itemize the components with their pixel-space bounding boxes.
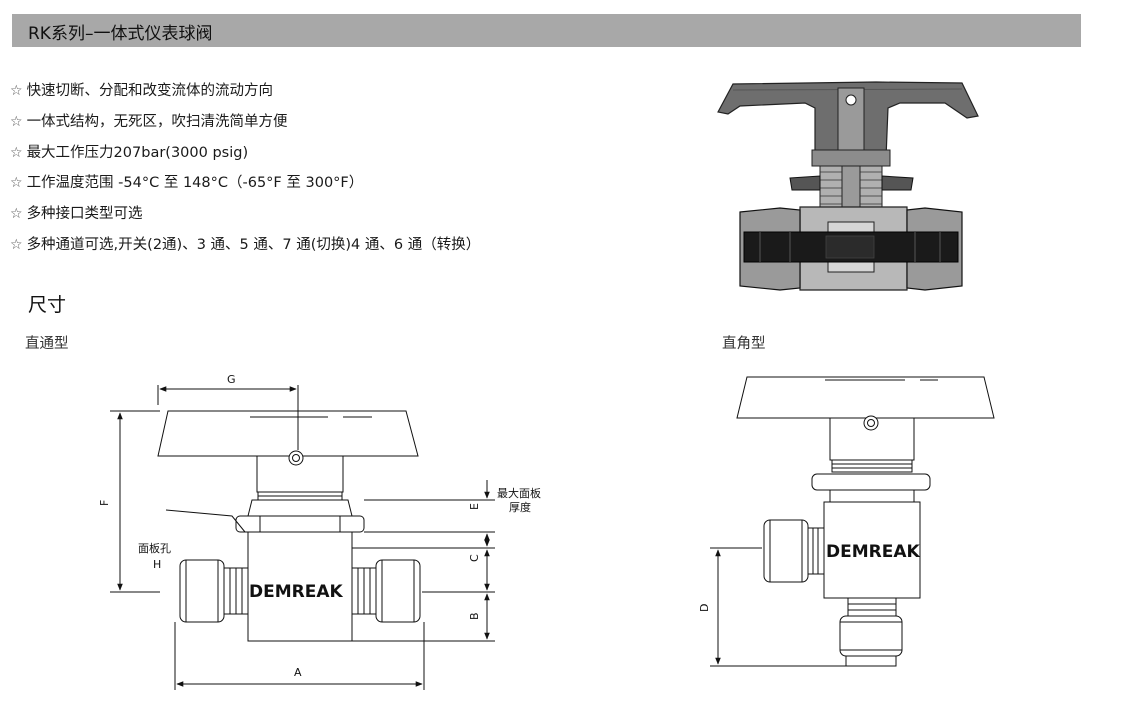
dim-c-label: C <box>468 554 481 562</box>
panel-hole-label: 面板孔 <box>138 541 171 555</box>
angle-type-drawing <box>710 376 995 667</box>
feature-list: ☆快速切断、分配和改变流体的流动方向 ☆一体式结构，无死区，吹扫清洗简单方便 ☆… <box>10 76 480 261</box>
feature-text: 最大工作压力207bar(3000 psig) <box>26 144 249 161</box>
straight-type-label: 直通型 <box>25 336 69 352</box>
dim-e-label: E <box>468 503 481 510</box>
feature-item: ☆最大工作压力207bar(3000 psig) <box>10 138 480 169</box>
feature-item: ☆多种接口类型可选 <box>10 199 480 230</box>
star-icon: ☆ <box>10 175 23 192</box>
feature-text: 多种通道可选,开关(2通)、3 通、5 通、7 通(切换)4 通、6 通（转换） <box>26 236 481 253</box>
page-title: RK系列–一体式仪表球阀 <box>28 24 213 44</box>
feature-text: 工作温度范围 -54°C 至 148°C（-65°F 至 300°F） <box>26 175 364 192</box>
dim-a-label: A <box>294 666 302 679</box>
feature-item: ☆一体式结构，无死区，吹扫清洗简单方便 <box>10 107 480 138</box>
star-icon: ☆ <box>10 144 23 161</box>
title-bar: RK系列–一体式仪表球阀 <box>12 14 1081 47</box>
star-icon: ☆ <box>10 113 23 130</box>
panel-hole-letter: H <box>153 558 161 571</box>
dim-f-label: F <box>98 500 111 506</box>
dim-d-label: D <box>698 604 711 612</box>
feature-item: ☆快速切断、分配和改变流体的流动方向 <box>10 76 480 107</box>
angle-type-label: 直角型 <box>722 336 766 352</box>
feature-item: ☆工作温度范围 -54°C 至 148°C（-65°F 至 300°F） <box>10 168 480 199</box>
dim-g-label: G <box>227 373 236 386</box>
star-icon: ☆ <box>10 236 23 253</box>
brand-label-right: DEMREAK <box>826 542 921 562</box>
feature-text: 多种接口类型可选 <box>26 206 143 223</box>
feature-text: 快速切断、分配和改变流体的流动方向 <box>26 83 274 99</box>
dim-b-label: B <box>468 612 481 620</box>
straight-type-drawing <box>110 385 495 690</box>
brand-label-left: DEMREAK <box>249 582 344 602</box>
max-panel-label: 最大面板 <box>497 486 541 500</box>
max-panel-thickness-label: 厚度 <box>509 500 531 514</box>
section-heading: 尺寸 <box>28 294 67 316</box>
star-icon: ☆ <box>10 206 23 223</box>
valve-cross-section-image <box>717 81 979 291</box>
feature-text: 一体式结构，无死区，吹扫清洗简单方便 <box>26 113 288 130</box>
feature-item: ☆多种通道可选,开关(2通)、3 通、5 通、7 通(切换)4 通、6 通（转换… <box>10 230 480 261</box>
star-icon: ☆ <box>10 83 23 99</box>
